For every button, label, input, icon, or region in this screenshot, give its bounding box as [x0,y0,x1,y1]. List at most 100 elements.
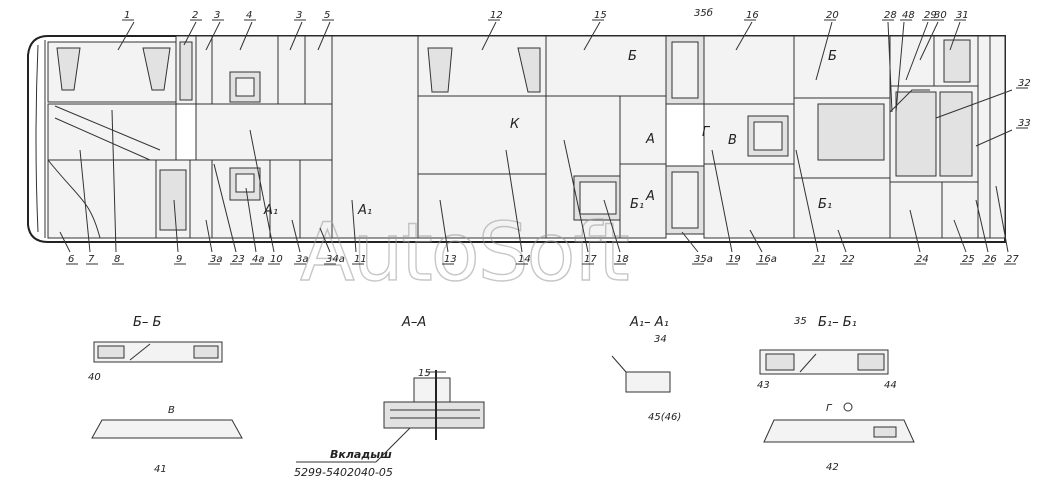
view-mark-mB2: Б [828,49,837,64]
leader-line [735,21,753,51]
part-label-p35: 35 [794,316,807,327]
panel-11 [331,35,419,239]
leader-line [603,199,621,253]
leader-line [79,149,91,253]
part-label-p31: 31 [956,10,969,21]
section-bb: Б– Б [93,315,223,363]
part-label-p35b: 35б [694,7,713,19]
part-label-p18: 18 [616,254,629,265]
section-b1b1: Б₁– Б₁ [759,315,889,375]
panel-18 [619,163,667,239]
leader-line [213,163,237,253]
part-label-p4546: 45(46) [648,412,681,423]
leader-line [239,21,253,51]
part-label-p25: 25 [962,254,975,265]
section-g: Г [763,402,915,443]
view-mark-mB1s2: Б₁ [818,197,832,212]
svg-text:В: В [168,405,175,416]
leader-line [583,21,601,51]
leader-line [681,231,699,253]
part-label-p7: 7 [88,254,95,265]
part-label-p30: 30 [934,10,947,21]
leader-line [887,21,893,113]
leader-line [481,21,497,51]
section-aa: А–А [383,315,485,440]
panel-24 [889,181,943,239]
panel-25 [941,181,979,239]
part-label-p14: 14 [518,254,531,265]
panel-16 [703,35,795,105]
leader-line [905,21,929,81]
view-mark-mA1s: А₁ [357,203,372,218]
leader-line [319,227,331,253]
part-label-p20: 20 [826,10,839,21]
leader-line [837,229,847,253]
part-label-p15dim: 15 [418,368,431,379]
part-label-p6: 6 [68,254,74,265]
part-label-p27: 27 [1006,254,1019,265]
leader-line [173,199,179,253]
part-label-p10: 10 [270,254,283,265]
leader-line [205,21,221,51]
part-label-p3v: 3а [210,254,223,265]
leader-line [909,209,921,253]
panel-15 [545,35,667,97]
part-label-p4a: 4а [252,254,265,265]
leader-line [711,149,733,253]
leader-line [895,21,905,113]
view-mark-mK: К [510,117,520,132]
leader-line [289,21,303,51]
leader-line [749,229,763,253]
part-label-p3a2: 3а [296,254,309,265]
bus-floor-plan [27,35,1006,243]
view-mark-mA1: А [645,132,655,147]
part-label-p12: 12 [490,10,503,21]
part-label-p1: 1 [124,10,130,21]
leader-line [205,219,213,253]
leader-line [117,21,135,51]
leader-line [245,187,257,253]
panel-29 [889,35,935,87]
panel-14 [417,95,547,175]
leader-line [291,219,301,253]
part-label-p13: 13 [444,254,457,265]
leader-line [249,129,275,253]
leader-line [505,149,523,253]
section-v: В [91,405,243,439]
section-bb-title: Б– Б [133,315,162,330]
panel-10 [195,103,333,161]
part-label-p3a: 3 [214,10,220,21]
part-label-p34: 34 [654,334,667,345]
leader-line [815,21,833,81]
leader-line [975,199,989,253]
watermark: AutoSoft [300,206,628,299]
svg-text:Вкладыш: Вкладыш [330,448,392,461]
part-label-p41: 41 [154,464,167,475]
part-label-p40: 40 [88,372,101,383]
panel-27 [977,35,1006,239]
section-aa-title: А–А [401,315,426,330]
part-label-p17: 17 [584,254,597,265]
part-label-p8: 8 [114,254,120,265]
part-label-p22: 22 [842,254,855,265]
svg-text:Г: Г [826,403,833,414]
svg-text:5299-5402040-05: 5299-5402040-05 [294,466,393,479]
section-a1a1: А₁– А₁ [611,315,671,393]
view-mark-mA1s2: А₁ [263,203,278,218]
panel-22 [793,177,891,239]
part-label-p16: 16 [746,10,759,21]
part-label-p16a: 16а [758,254,777,265]
part-label-p15: 15 [594,10,607,21]
leader-line [935,89,1013,119]
part-label-p26: 26 [984,254,997,265]
part-label-p32: 32 [1018,78,1031,89]
leader-line [919,21,939,61]
part-label-p35a: 35а [694,254,713,265]
panel-20 [793,35,891,99]
part-label-p24: 24 [916,254,929,265]
leader-line [111,109,117,253]
leader-line [949,21,961,51]
part-label-p5: 5 [324,10,330,21]
